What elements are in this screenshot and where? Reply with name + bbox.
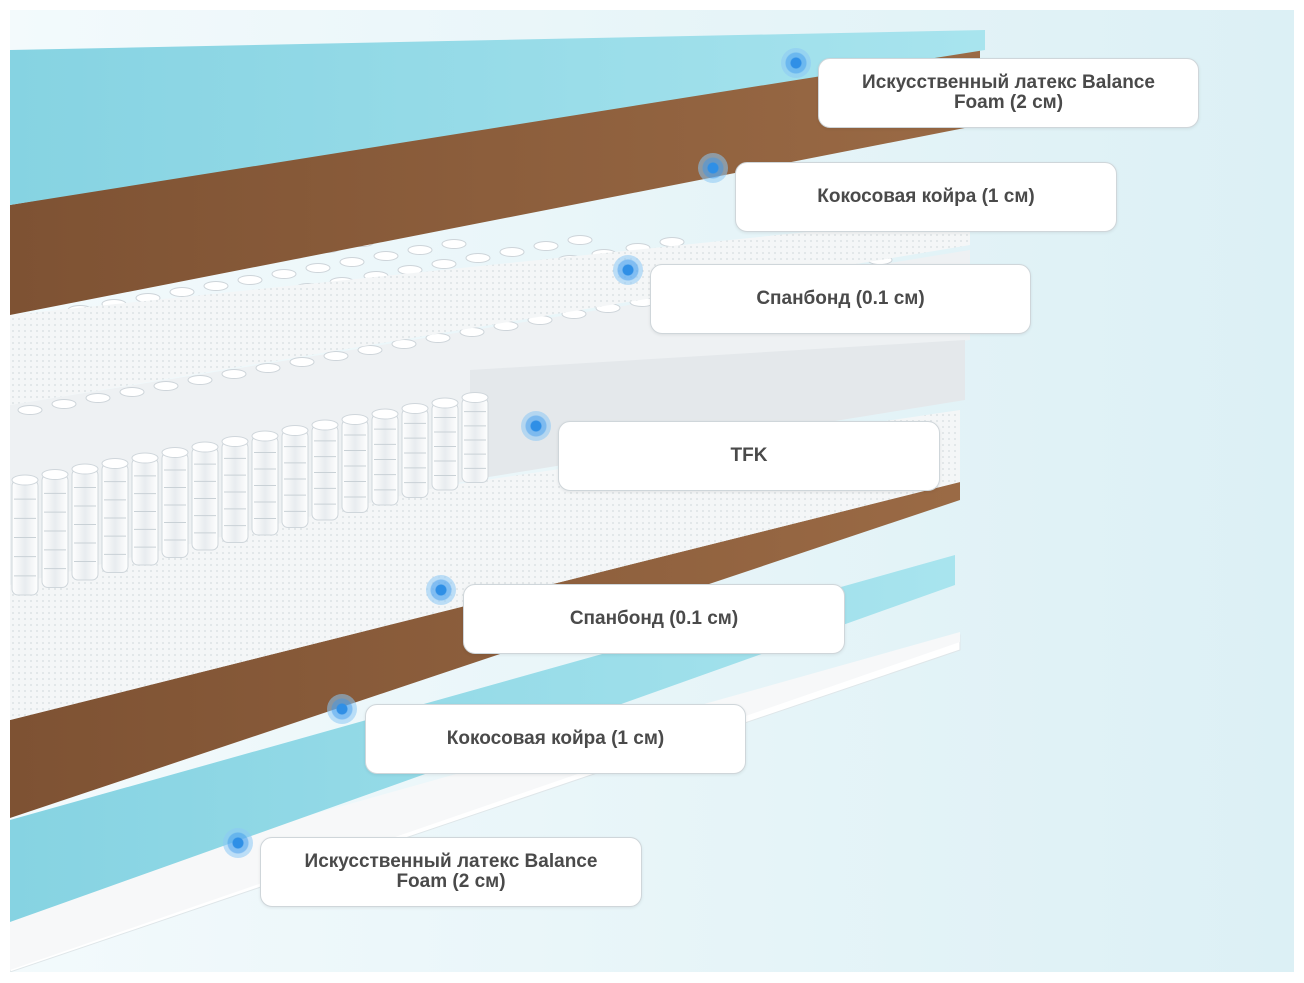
marker-dot: [698, 153, 728, 183]
spring-top: [289, 357, 315, 367]
spring-coil: [221, 436, 249, 543]
spring-coil: [401, 403, 429, 498]
spring-coil: [461, 392, 489, 483]
spring-top: [271, 269, 297, 279]
spring-top: [357, 345, 383, 355]
spring-top: [305, 263, 331, 273]
marker-dot: [521, 411, 551, 441]
spring-top: [17, 405, 43, 415]
spring-top: [659, 237, 685, 247]
marker-dot: [327, 694, 357, 724]
spring-top: [391, 339, 417, 349]
spring-coil: [311, 419, 339, 521]
spring-top: [169, 287, 195, 297]
top-latex-layer: [10, 30, 985, 205]
spring-coil: [281, 425, 309, 528]
marker-dot: [223, 828, 253, 858]
spring-top: [499, 247, 525, 257]
layer-label-springs: TFK: [558, 421, 940, 491]
spring-coil: [101, 458, 129, 573]
spring-top: [407, 245, 433, 255]
mattress-illustration: [10, 10, 1294, 972]
mattress-layers-diagram: Искусственный латекс Balance Foam (2 см)…: [10, 10, 1294, 972]
spring-top: [153, 381, 179, 391]
spring-top: [187, 375, 213, 385]
spring-top: [323, 351, 349, 361]
layer-label-bottom-coir: Кокосовая койра (1 см): [365, 704, 746, 774]
spring-top: [221, 369, 247, 379]
spring-coil: [161, 447, 189, 558]
spring-coil: [11, 474, 39, 596]
layer-label-top-spunbond: Спанбонд (0.1 см): [650, 264, 1031, 334]
spring-coil: [341, 414, 369, 513]
marker-dot: [426, 575, 456, 605]
layer-label-top-coir: Кокосовая койра (1 см): [735, 162, 1117, 232]
spring-top: [465, 253, 491, 263]
spring-coil: [431, 397, 459, 491]
spring-top: [441, 239, 467, 249]
spring-top: [85, 393, 111, 403]
spring-top: [373, 251, 399, 261]
spring-coil: [41, 469, 69, 588]
spring-coil: [371, 408, 399, 506]
spring-top: [237, 275, 263, 285]
layer-label-bottom-spunbond: Спанбонд (0.1 см): [463, 584, 845, 654]
spring-top: [339, 257, 365, 267]
spring-top: [431, 259, 457, 269]
spring-top: [567, 235, 593, 245]
spring-coil: [131, 452, 159, 566]
top-coir-layer: [10, 40, 980, 315]
spring-top: [203, 281, 229, 291]
layer-label-bottom-latex: Искусственный латекс Balance Foam (2 см): [260, 837, 642, 907]
spring-coil: [191, 441, 219, 551]
spring-top: [255, 363, 281, 373]
spring-top: [119, 387, 145, 397]
top-spunbond-layer: [10, 215, 970, 405]
spring-coil: [251, 430, 279, 536]
layer-label-top-latex: Искусственный латекс Balance Foam (2 см): [818, 58, 1199, 128]
marker-dot: [613, 255, 643, 285]
spring-top: [533, 241, 559, 251]
spring-top: [51, 399, 77, 409]
spring-coil: [71, 463, 99, 581]
marker-dot: [781, 48, 811, 78]
